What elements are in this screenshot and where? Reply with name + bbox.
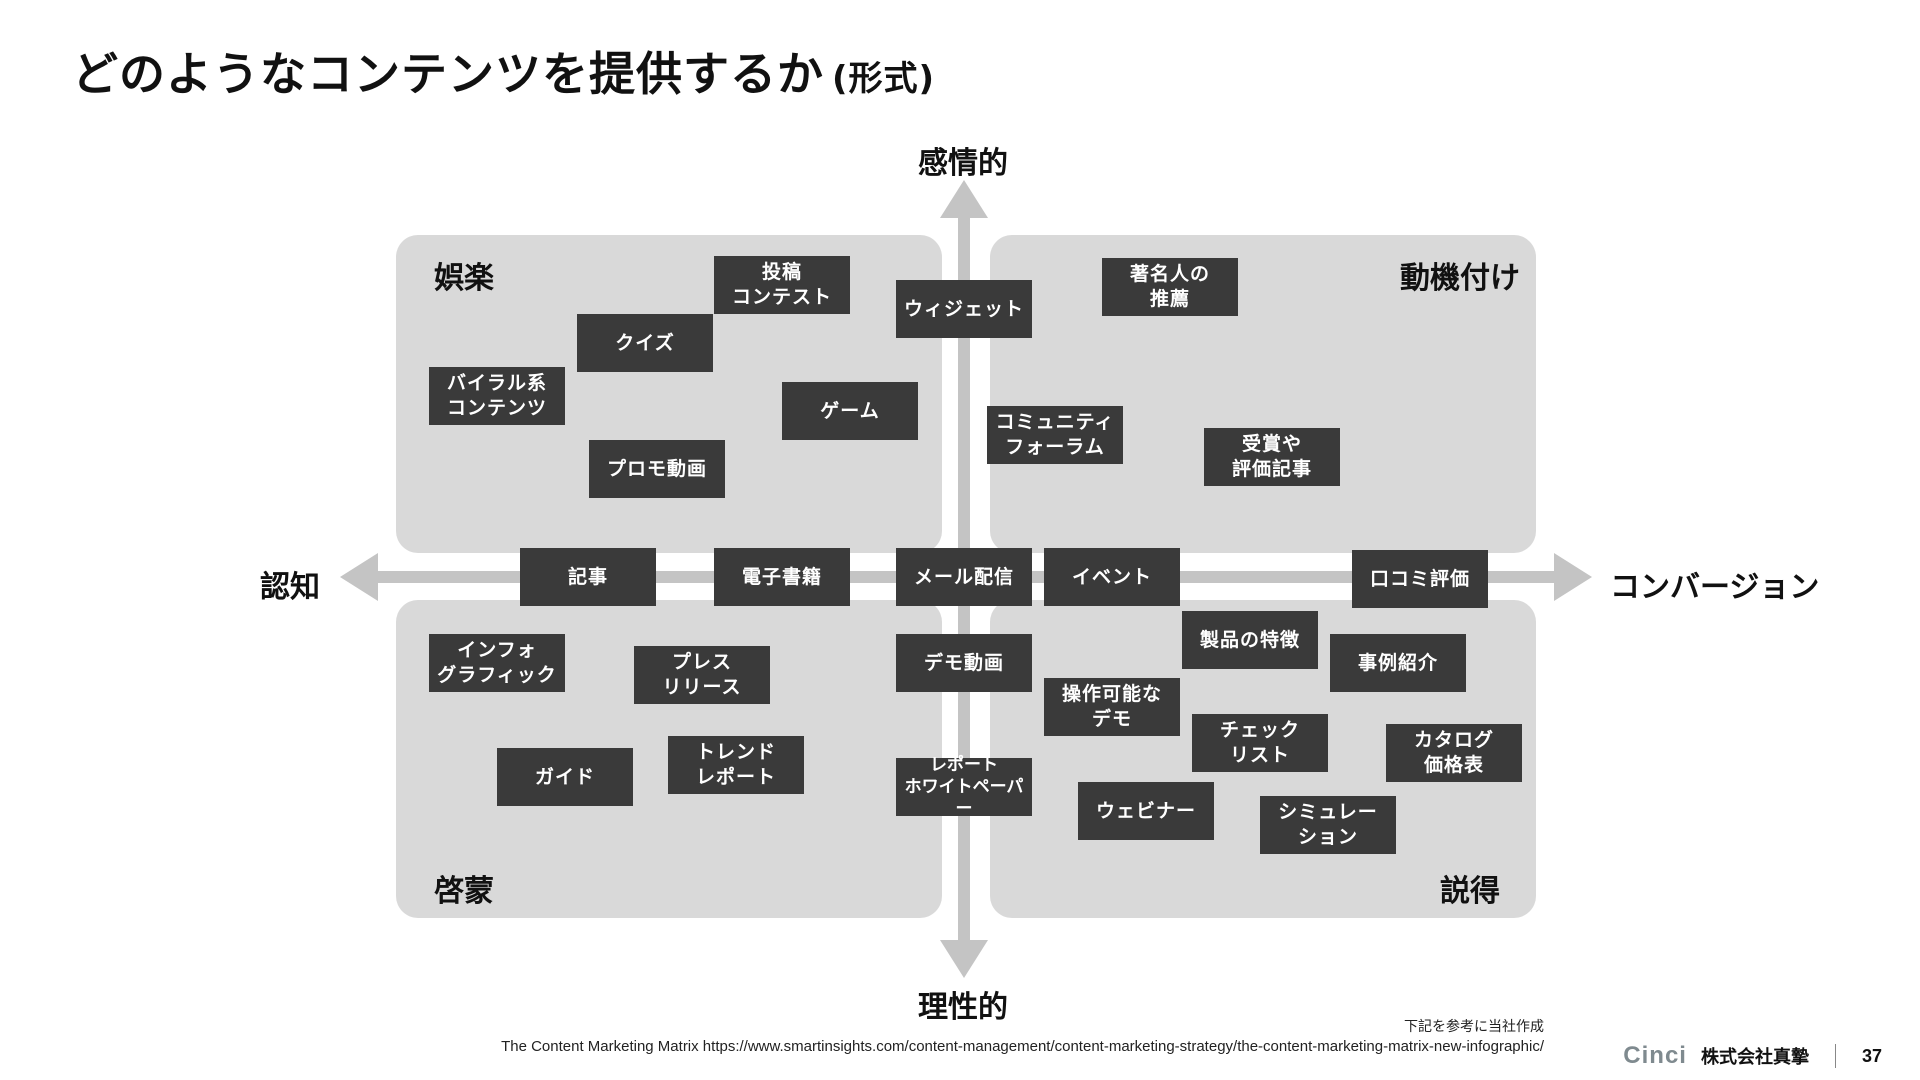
arrow-right-head (1554, 553, 1592, 601)
tag-press-release: プレス リリース (634, 646, 770, 704)
tag-widget: ウィジェット (896, 280, 1032, 338)
arrow-down-head (940, 940, 988, 978)
source-note: 下記を参考に当社作成 (1404, 1019, 1544, 1035)
tag-interactive-demo: 操作可能な デモ (1044, 678, 1180, 736)
tag-report-whitepaper: レポート ホワイトペーパー (896, 755, 1032, 819)
tag-celebrity-endorsement: 著名人の 推薦 (1102, 258, 1238, 316)
tag-toukou-contest: 投稿 コンテスト (714, 256, 850, 314)
tag-demo-video: デモ動画 (896, 634, 1032, 692)
arrow-left-head (340, 553, 378, 601)
source-citation: The Content Marketing Matrix https://www… (501, 1038, 1544, 1055)
tag-guide: ガイド (497, 748, 633, 806)
title-main: どのようなコンテンツを提供するか (72, 47, 824, 101)
slide-title: どのようなコンテンツを提供するか(形式) (72, 38, 935, 104)
tag-event: イベント (1044, 548, 1180, 606)
tag-webinar: ウェビナー (1078, 782, 1214, 840)
company-name: 株式会社真摯 (1700, 1047, 1809, 1068)
quadrant-label-education: 啓蒙 (434, 874, 494, 909)
axis-label-rational: 理性的 (918, 990, 1008, 1025)
tag-product-features: 製品の特徴 (1182, 611, 1318, 669)
tag-community-forum: コミュニティ フォーラム (987, 406, 1123, 464)
quadrant-label-motivation: 動機付け (1400, 261, 1520, 296)
tag-quiz: クイズ (577, 314, 713, 372)
tag-game: ゲーム (782, 382, 918, 440)
tag-article: 記事 (520, 548, 656, 606)
page-number: 37 (1861, 1045, 1882, 1066)
footer: Cinci 株式会社真摯 37 (1623, 1042, 1882, 1070)
quadrant-label-persuasion: 説得 (1440, 874, 1500, 909)
arrow-up-head (940, 180, 988, 218)
tag-word-of-mouth: 口コミ評価 (1352, 550, 1488, 608)
tag-simulation: シミュレー ション (1260, 796, 1396, 854)
tag-awards-reviews: 受賞や 評価記事 (1204, 428, 1340, 486)
tag-infographic: インフォ グラフィック (429, 634, 565, 692)
tag-trend-report: トレンド レポート (668, 736, 804, 794)
footer-divider (1834, 1044, 1836, 1068)
axis-label-awareness: 認知 (260, 570, 320, 605)
tag-catalog-pricelist: カタログ 価格表 (1386, 724, 1522, 782)
tag-viral-contents: バイラル系 コンテンツ (429, 367, 565, 425)
axis-label-emotional: 感情的 (918, 146, 1008, 181)
tag-promo-video: プロモ動画 (589, 440, 725, 498)
quadrant-motivation (990, 235, 1536, 553)
tag-email-newsletter: メール配信 (896, 548, 1032, 606)
quadrant-label-entertainment: 娯楽 (434, 261, 494, 296)
tag-checklist: チェック リスト (1192, 714, 1328, 772)
tag-case-studies: 事例紹介 (1330, 634, 1466, 692)
axis-label-conversion: コンバージョン (1610, 570, 1820, 605)
tag-ebook: 電子書籍 (714, 548, 850, 606)
brand-logo: Cinci (1623, 1042, 1687, 1069)
title-sub: (形式) (832, 59, 936, 99)
